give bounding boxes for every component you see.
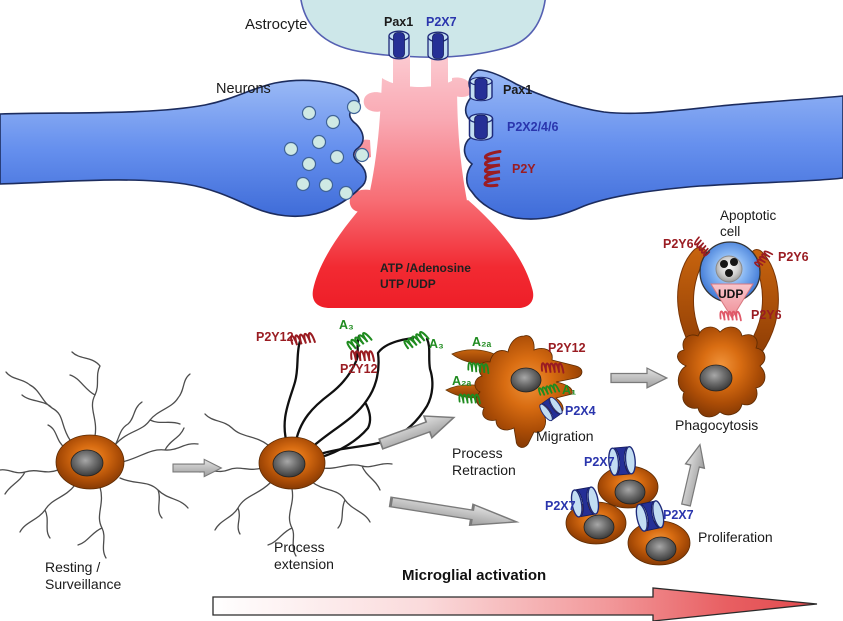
pax1-astrocyte-label: Pax1 xyxy=(384,15,414,29)
p2y12-receptor-icon xyxy=(289,331,316,347)
phagocyte-arm xyxy=(677,247,715,365)
process-extension-label: Process extension xyxy=(274,539,334,573)
p2y6-label: P2Y6 xyxy=(663,237,694,251)
pax1-neuron-label: Pax1 xyxy=(503,83,533,97)
resting-surveillance-label: Resting / Surveillance xyxy=(45,559,122,593)
a1-label: A₁ xyxy=(562,383,577,397)
microglial-activation-label: Microglial activation xyxy=(402,567,547,584)
p2x7-label: P2X7 xyxy=(663,508,694,522)
retraction-microglia xyxy=(445,335,583,448)
synaptic-vesicles xyxy=(283,99,370,201)
microglia-nucleus xyxy=(645,536,677,562)
phagocytic-microglia xyxy=(677,236,779,418)
migration-label: Migration xyxy=(536,428,594,444)
a3-label: A₃ xyxy=(429,337,444,351)
p2y6-label: P2Y6 xyxy=(751,308,782,322)
transition-arrow-resting-to-extension xyxy=(172,458,222,478)
activation-arrow xyxy=(212,587,818,621)
pax1-channel-icon xyxy=(388,30,410,60)
apoptotic-bodies xyxy=(720,258,738,277)
microglia-branches xyxy=(0,351,199,559)
proliferation-label: Proliferation xyxy=(698,529,773,545)
udp-triangle xyxy=(710,283,754,319)
microglia-nucleus xyxy=(70,449,104,477)
p2x4-label: P2X4 xyxy=(565,404,596,418)
p2y12-label: P2Y12 xyxy=(256,330,294,344)
pax1-neuron-channel-icon xyxy=(469,76,493,102)
microglia-nucleus xyxy=(272,450,306,478)
p2x7-label: P2X7 xyxy=(584,455,615,469)
phagocytosis-label: Phagocytosis xyxy=(675,417,759,433)
p2x246-channel-icon xyxy=(468,113,494,141)
resting-microglia xyxy=(0,351,199,559)
p2y-label: P2Y xyxy=(512,162,536,176)
transition-arrow-to-phagocytosis xyxy=(610,367,668,389)
p2x246-label: P2X2/4/6 xyxy=(507,120,559,134)
utp-udp-label: UTP /UDP xyxy=(380,277,436,291)
transition-arrow-proliferation-to-phagocytosis xyxy=(675,441,711,508)
astrocyte-label: Astrocyte xyxy=(245,16,308,33)
extension-microglia xyxy=(199,334,434,557)
a3-receptor-icon xyxy=(345,330,373,353)
transition-arrow-to-retraction xyxy=(376,405,459,456)
p2x7-channel-icon xyxy=(427,31,449,61)
phagocyte-arm xyxy=(737,249,779,365)
apoptotic-cell-label: Apoptotic cell xyxy=(720,208,777,240)
p2y12-label: P2Y12 xyxy=(548,341,586,355)
udp-label: UDP xyxy=(718,287,744,301)
microglia-nucleus xyxy=(699,364,733,392)
atp-adenosine-label: ATP /Adenosine xyxy=(380,261,471,275)
microglia-nucleus xyxy=(614,479,646,505)
microglia-nucleus xyxy=(583,514,615,540)
a2a-label: A₂ₐ xyxy=(472,335,492,349)
a3-label: A₃ xyxy=(339,318,354,332)
proliferating-cells xyxy=(565,445,691,566)
process-retraction-label: Process Retraction xyxy=(452,445,516,479)
atp-release-cloud xyxy=(312,48,534,308)
microglia-nucleus xyxy=(510,367,542,393)
left-neuron-shape xyxy=(0,79,367,218)
p2y6-label: P2Y6 xyxy=(778,250,809,264)
transition-arrow-to-proliferation xyxy=(387,490,520,534)
a3-receptor-icon xyxy=(402,329,430,352)
neurons-label: Neurons xyxy=(216,81,271,97)
p2x7-label: P2X7 xyxy=(545,499,576,513)
astrocyte-shape xyxy=(300,0,546,58)
p2x7-astrocyte-label: P2X7 xyxy=(426,15,457,29)
a2a-label: A₂ₐ xyxy=(452,374,472,388)
left-neuron xyxy=(0,79,370,218)
p2y12-label: P2Y12 xyxy=(340,362,378,376)
p2y12-receptor-icon xyxy=(350,349,375,362)
